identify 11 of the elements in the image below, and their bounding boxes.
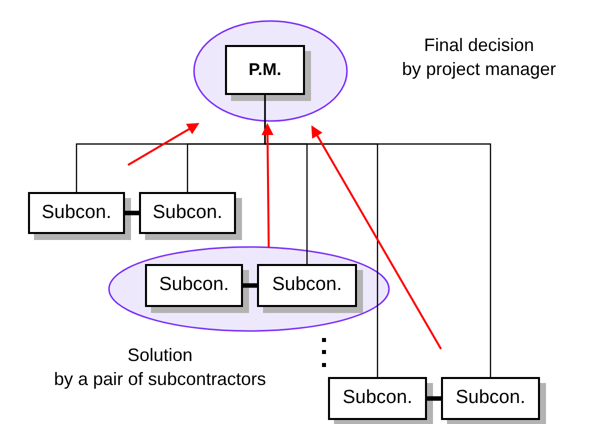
connector-line [125, 210, 139, 216]
arrow [128, 123, 200, 166]
grouping-ellipse [193, 20, 348, 122]
caption-text: Final decision by project manager [400, 34, 558, 81]
connector-line [427, 396, 441, 401]
caption-text: Solution by a pair of subcontractors [52, 344, 268, 391]
grouping-ellipse [108, 246, 390, 332]
connector-line [243, 283, 257, 288]
connector-line [264, 95, 492, 377]
arrow [311, 125, 442, 350]
arrow [262, 123, 274, 248]
